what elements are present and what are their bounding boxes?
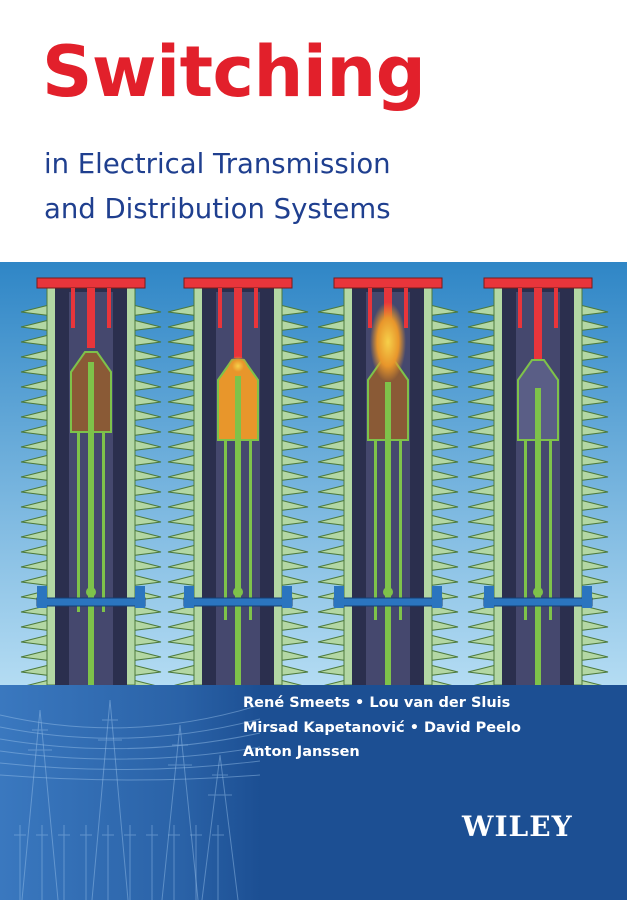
substation-photo (0, 685, 260, 900)
author-line-3: Anton Janssen (243, 744, 360, 760)
author-line-2: Mirsad Kapetanović • David Peelo (243, 719, 521, 736)
publisher-logo: WILEY (462, 810, 573, 843)
subtitle-line-1: in Electrical Transmission (44, 148, 391, 180)
book-title: Switching (42, 31, 426, 113)
interrupter-illustration (0, 262, 627, 685)
author-line-1: René Smeets • Lou van der Sluis (243, 695, 511, 711)
breaker-arc-extension (317, 277, 459, 685)
subtitle-line-2: and Distribution Systems (44, 193, 391, 225)
breaker-open (467, 277, 609, 685)
footer-band: René Smeets • Lou van der Sluis Mirsad K… (0, 685, 627, 900)
breaker-arcing (167, 277, 309, 685)
book-subtitle: in Electrical Transmission and Distribut… (44, 142, 391, 232)
breaker-closed (20, 277, 162, 685)
author-list: René Smeets • Lou van der Sluis Mirsad K… (243, 691, 521, 765)
